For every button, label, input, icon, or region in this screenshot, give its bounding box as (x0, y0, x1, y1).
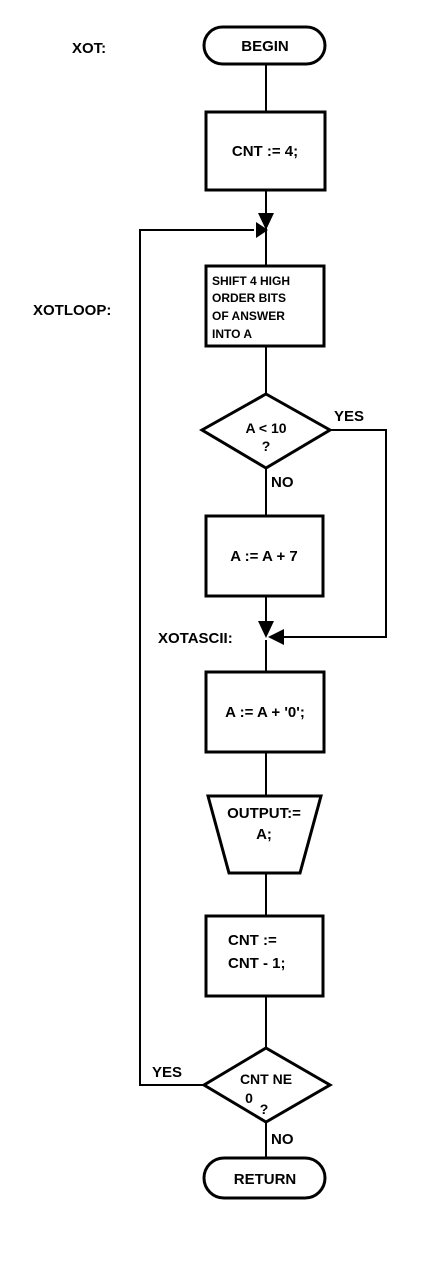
shift-text-line-4: INTO A (212, 327, 252, 341)
return-text: RETURN (234, 1171, 297, 1188)
decision-a-less-than-10: A < 10 ? (199, 392, 333, 470)
output-trapezoid (206, 794, 323, 875)
decision-cnt-text-line-2: 0 (245, 1090, 253, 1106)
add7-box (204, 514, 325, 598)
arrowheads (256, 213, 284, 645)
decision-cnt-ne-0: CNT NE 0 ? (201, 1046, 333, 1124)
output-text-line-2: A; (256, 826, 272, 843)
decision-a-diamond (199, 392, 333, 470)
begin-shape (202, 25, 327, 66)
xot-label: XOT: (72, 40, 106, 57)
add0-text: A := A + '0'; (225, 704, 305, 721)
right-arrow-icon (256, 222, 268, 238)
decision-cnt-text-line-3: ? (260, 1101, 269, 1117)
down-arrow-icon (258, 213, 274, 230)
add7-text: A := A + 7 (230, 548, 298, 565)
xotascii-label: XOTASCII: (158, 630, 233, 647)
return-terminator: RETURN (202, 1156, 327, 1200)
return-shape (202, 1156, 327, 1200)
yes-label-a: YES (334, 408, 364, 425)
no-label-a: NO (271, 474, 294, 491)
add0-process: A := A + '0'; (204, 670, 326, 754)
begin-terminator: BEGIN (202, 25, 327, 66)
connectors (139, 64, 387, 1158)
decrement-text-line-1: CNT := (228, 932, 277, 949)
output-block: OUTPUT:= A; (206, 794, 323, 875)
decrement-text-line-2: CNT - 1; (228, 955, 286, 972)
decision-yes-line (278, 429, 387, 638)
shift-text-line-3: OF ANSWER (212, 309, 285, 323)
decision-a-text-line-1: A < 10 (245, 420, 286, 436)
yes-label-cnt: YES (152, 1064, 182, 1081)
cnt-init-box (204, 110, 327, 192)
decision-cnt-text-line-1: CNT NE (240, 1071, 292, 1087)
shift-text-line-2: ORDER BITS (212, 291, 286, 305)
decision-a-text-line-2: ? (262, 438, 271, 454)
decision-cnt-diamond (201, 1046, 333, 1124)
add0-box (204, 670, 326, 754)
shift-text-line-1: SHIFT 4 HIGH (212, 274, 290, 288)
begin-text: BEGIN (241, 38, 289, 55)
cnt-init-text: CNT := 4; (232, 143, 298, 160)
decrement-process: CNT := CNT - 1; (204, 914, 325, 998)
add7-process: A := A + 7 (204, 514, 325, 598)
left-arrow-icon (268, 629, 284, 645)
shift-box (204, 264, 326, 348)
cnt-init-process: CNT := 4; (204, 110, 327, 192)
down-arrow-icon (258, 621, 274, 638)
loop-back-line (139, 229, 254, 1086)
output-text-line-1: OUTPUT:= (227, 805, 301, 822)
no-label-cnt: NO (271, 1131, 294, 1148)
decrement-box (204, 914, 325, 998)
shift-process: SHIFT 4 HIGH ORDER BITS OF ANSWER INTO A (204, 264, 326, 348)
xotloop-label: XOTLOOP: (33, 302, 111, 319)
